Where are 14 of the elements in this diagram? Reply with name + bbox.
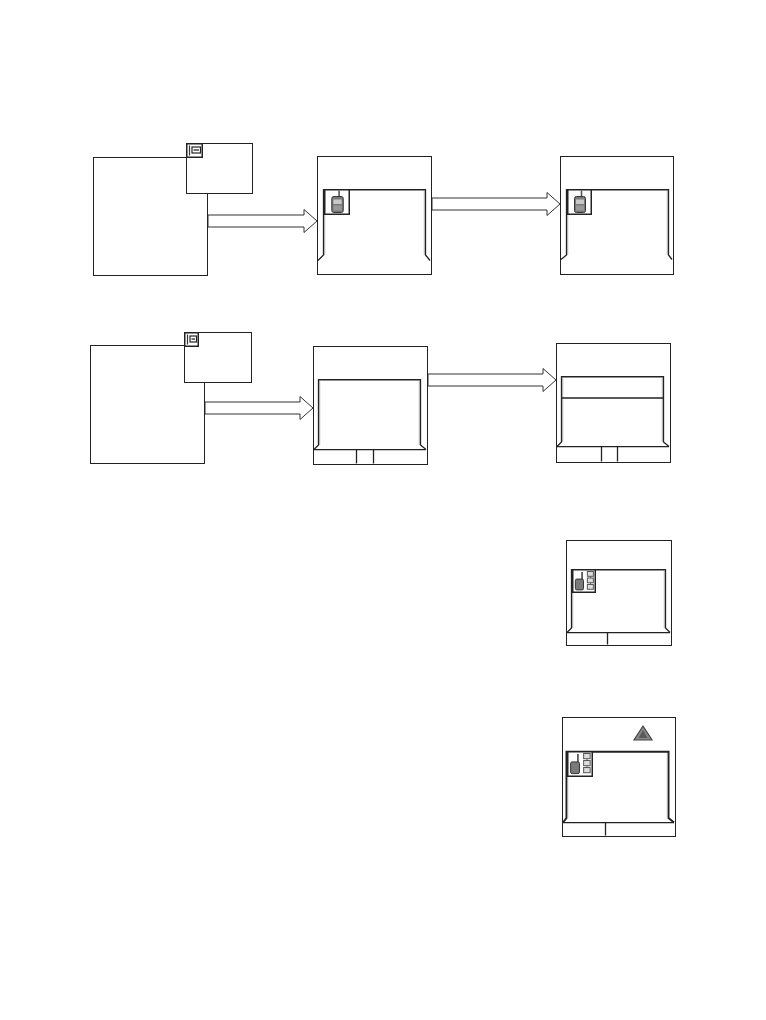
- inset-panel: [186, 143, 253, 194]
- display-screen: [562, 717, 676, 837]
- display-screen: [560, 156, 674, 275]
- frame-panel: [90, 345, 205, 464]
- display-screen: [566, 540, 672, 646]
- display-screen: [556, 343, 671, 463]
- frame-panel: [93, 157, 208, 276]
- display-screen: [317, 156, 432, 275]
- inset-panel: [184, 332, 252, 383]
- block-arrow: [431, 192, 561, 216]
- display-screen: [313, 346, 428, 465]
- block-arrow: [207, 209, 318, 233]
- block-arrow: [427, 368, 557, 392]
- block-arrow: [204, 396, 314, 420]
